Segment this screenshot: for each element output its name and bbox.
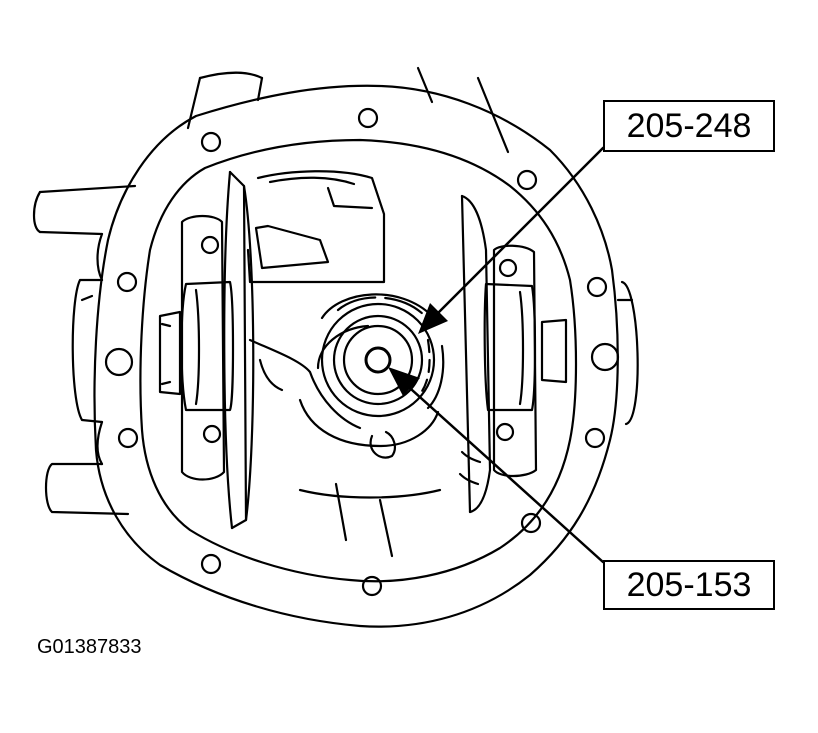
left-axle-tube xyxy=(34,186,135,514)
bolt-hole xyxy=(522,514,540,532)
bolt-hole xyxy=(518,171,536,189)
bolt-hole xyxy=(586,429,604,447)
leader-line-205-248 xyxy=(433,148,603,318)
callout-text: 205-153 xyxy=(626,565,752,604)
bolt-hole xyxy=(588,278,606,296)
bolt-hole xyxy=(106,349,132,375)
right-axle-stub xyxy=(618,282,638,424)
bolt-hole xyxy=(592,344,618,370)
cover-bolt-holes xyxy=(106,109,618,595)
housing-inner-edge xyxy=(140,140,576,581)
callout-205-248: 205-248 xyxy=(603,100,775,152)
callout-205-153: 205-153 xyxy=(603,560,775,610)
leader-line-205-153 xyxy=(402,381,603,562)
housing-flange-outer xyxy=(95,86,618,627)
bolt-hole xyxy=(119,429,137,447)
arrowhead-205-153 xyxy=(388,367,420,396)
right-bearing-cap xyxy=(462,196,566,512)
bolt-hole xyxy=(363,577,381,595)
left-bearing-cap xyxy=(160,172,253,528)
bolt-hole xyxy=(359,109,377,127)
arrowhead-205-248 xyxy=(418,303,448,334)
bolt-hole xyxy=(118,273,136,291)
figure-id-label: G01387833 xyxy=(37,636,142,658)
internal-casting xyxy=(248,171,480,556)
callout-text: 205-248 xyxy=(626,106,752,145)
bolt-hole xyxy=(202,133,220,151)
bolt-hole xyxy=(202,555,220,573)
leader-arrows xyxy=(388,148,603,562)
pinion-seal-assembly xyxy=(300,294,443,457)
